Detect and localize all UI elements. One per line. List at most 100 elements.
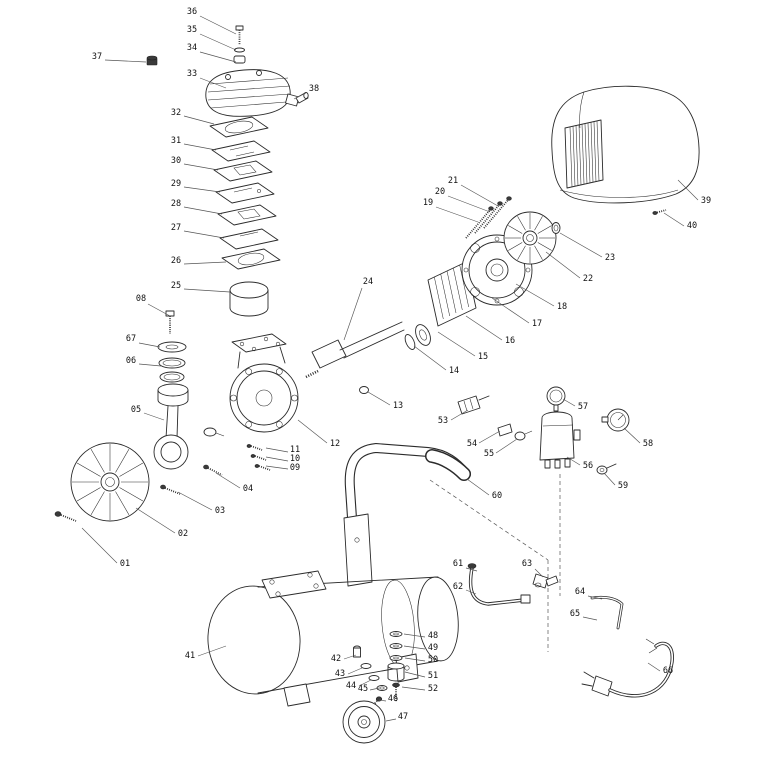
part-label-05: 05	[131, 405, 141, 415]
leader-line-20	[447, 195, 491, 213]
breather-plug	[359, 386, 369, 394]
part-label-13: 13	[393, 401, 403, 411]
fitting-54	[497, 423, 513, 437]
part-label-37: 37	[92, 52, 102, 62]
leader-line-57	[562, 398, 576, 407]
head-screw	[235, 25, 244, 45]
leader-line-45	[369, 687, 380, 691]
part-label-49: 49	[428, 643, 438, 653]
part-label-04: 04	[243, 484, 253, 494]
part-label-44: 44	[346, 681, 356, 691]
part-label-67: 67	[126, 334, 136, 344]
part-label-09: 09	[290, 463, 300, 473]
part-label-36: 36	[187, 7, 197, 17]
leader-line-39	[677, 179, 699, 201]
part-label-16: 16	[505, 336, 515, 346]
part-label-24: 24	[363, 277, 373, 287]
cylinder-head-assembly	[146, 25, 309, 317]
part-label-38: 38	[309, 84, 319, 94]
leader-line-13	[367, 391, 391, 406]
fan-nut	[551, 222, 561, 234]
tube-nut	[520, 594, 531, 604]
small-screws	[246, 444, 271, 471]
leader-lines	[81, 15, 699, 722]
leader-line-21	[460, 184, 499, 207]
part-label-40: 40	[687, 221, 697, 231]
part-label-10: 10	[290, 454, 300, 464]
part-label-47: 47	[398, 712, 408, 722]
fastener-stack	[387, 631, 405, 702]
leader-line-32	[183, 115, 215, 125]
head-nut	[146, 55, 158, 66]
leader-line-51	[404, 671, 426, 678]
leader-line-22	[545, 251, 581, 279]
leader-line-08	[147, 303, 171, 317]
head-washer	[234, 47, 245, 53]
part-label-56: 56	[583, 461, 593, 471]
part-number-labels: 3635343733323130292827262508670605382439…	[92, 7, 711, 722]
crankcase	[203, 333, 369, 437]
part-label-18: 18	[557, 302, 567, 312]
part-label-46: 46	[388, 694, 398, 704]
tank-foot	[283, 683, 311, 707]
leader-line-37	[104, 59, 147, 63]
part-label-64: 64	[575, 587, 585, 597]
check-valve-group	[457, 395, 533, 441]
cap-screw-2	[160, 484, 181, 495]
air-tank	[207, 570, 459, 707]
motor-fan	[503, 211, 557, 265]
leader-line-14	[413, 345, 447, 371]
leader-line-66	[647, 662, 661, 672]
pressure-switch	[539, 411, 581, 469]
leader-line-04	[215, 472, 241, 489]
exhaust-tube-group	[467, 563, 559, 606]
leader-line-24	[343, 287, 363, 341]
leader-line-27	[183, 230, 225, 239]
leader-line-50	[404, 657, 426, 662]
leader-line-09	[265, 465, 289, 470]
part-label-17: 17	[532, 319, 542, 329]
power-cord	[581, 638, 674, 698]
part-label-60: 60	[492, 491, 502, 501]
leader-line-26	[183, 261, 227, 265]
shaft-washer	[404, 334, 416, 350]
part-label-32: 32	[171, 108, 181, 118]
part-label-11: 11	[290, 445, 300, 455]
part-label-34: 34	[187, 43, 197, 53]
part-label-48: 48	[428, 631, 438, 641]
part-label-41: 41	[185, 651, 195, 661]
leader-line-02	[135, 507, 176, 534]
drain-washer-1	[360, 663, 372, 669]
part-label-03: 03	[215, 506, 225, 516]
elbow-fitting	[532, 573, 559, 589]
leader-line-54	[478, 430, 501, 444]
part-label-22: 22	[583, 274, 593, 284]
part-label-43: 43	[335, 669, 345, 679]
part-label-52: 52	[428, 684, 438, 694]
leader-line-58	[623, 427, 641, 444]
part-label-45: 45	[358, 684, 368, 694]
leader-line-36	[199, 15, 237, 35]
part-label-50: 50	[428, 655, 438, 665]
wheel	[342, 700, 386, 744]
motor-through-bolts	[465, 196, 512, 239]
leader-line-38	[293, 92, 307, 100]
part-label-01: 01	[120, 559, 130, 569]
leader-line-10	[265, 456, 289, 462]
part-label-29: 29	[171, 179, 181, 189]
part-label-65: 65	[570, 609, 580, 619]
leader-line-31	[183, 143, 217, 151]
assembly-alignment-dashes	[429, 474, 561, 652]
leader-line-53	[450, 409, 469, 421]
part-label-14: 14	[449, 366, 459, 376]
piston-rod-assembly	[153, 310, 271, 495]
part-label-61: 61	[453, 559, 463, 569]
leader-line-16	[465, 315, 503, 341]
part-label-54: 54	[467, 439, 477, 449]
part-label-39: 39	[701, 196, 711, 206]
drain-nut	[376, 685, 388, 691]
part-label-30: 30	[171, 156, 181, 166]
leader-line-48	[403, 633, 426, 638]
leader-line-60	[466, 478, 490, 496]
